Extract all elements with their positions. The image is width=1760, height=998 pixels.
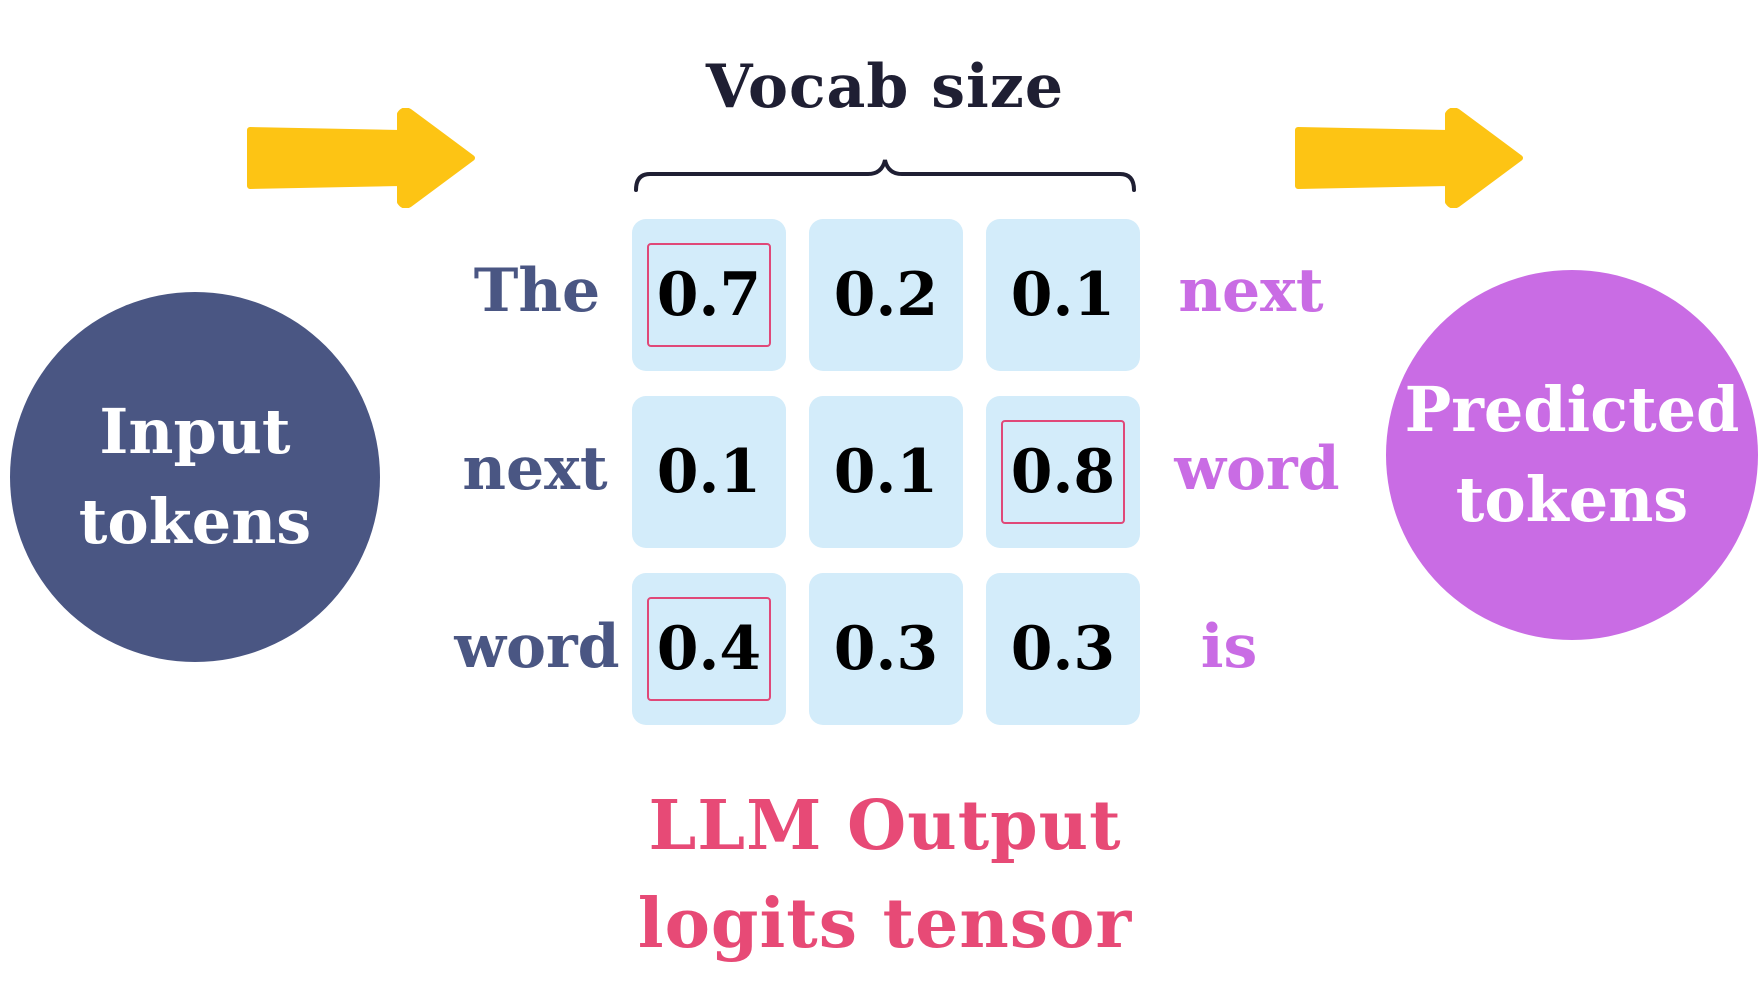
logit-cell: 0.8	[986, 396, 1140, 548]
logit-value-highlighted: 0.7	[646, 243, 772, 347]
input-token-the: The	[473, 256, 601, 326]
logit-cell: 0.4	[632, 573, 786, 725]
logit-cell: 0.2	[809, 219, 963, 371]
output-circle-line1: Predicted	[1404, 373, 1740, 446]
predicted-tokens-circle: Predicted tokens	[1386, 270, 1758, 640]
left-arrow-icon	[247, 108, 475, 208]
predicted-token-next: next	[1178, 256, 1324, 326]
caption-line2: logits tensor	[637, 884, 1133, 964]
logit-cell: 0.1	[986, 219, 1140, 371]
output-circle-line2: tokens	[1455, 463, 1689, 536]
logit-value: 0.1	[1010, 260, 1116, 330]
predicted-token-is: is	[1200, 612, 1258, 682]
logit-cell: 0.1	[809, 396, 963, 548]
input-circle-line2: tokens	[78, 485, 312, 558]
logit-value-highlighted: 0.4	[646, 597, 772, 701]
logit-cell: 0.3	[809, 573, 963, 725]
input-token-next: next	[462, 434, 608, 504]
logit-cell: 0.1	[632, 396, 786, 548]
logit-value: 0.1	[656, 437, 762, 507]
logit-value-highlighted: 0.8	[1000, 420, 1126, 524]
predicted-token-word: word	[1174, 434, 1340, 504]
vocab-size-label: Vocab size	[705, 52, 1065, 122]
logit-value: 0.3	[833, 614, 939, 684]
input-token-word: word	[454, 612, 620, 682]
vocab-brace-icon	[634, 159, 1136, 192]
logit-value: 0.3	[1010, 614, 1116, 684]
caption-line1: LLM Output	[648, 786, 1122, 866]
input-tokens-circle: Input tokens	[10, 292, 380, 662]
logit-cell: 0.3	[986, 573, 1140, 725]
logit-value: 0.2	[833, 260, 939, 330]
input-circle-line1: Input	[99, 395, 291, 468]
right-arrow-icon	[1295, 108, 1523, 208]
logit-cell: 0.7	[632, 219, 786, 371]
logit-value: 0.1	[833, 437, 939, 507]
